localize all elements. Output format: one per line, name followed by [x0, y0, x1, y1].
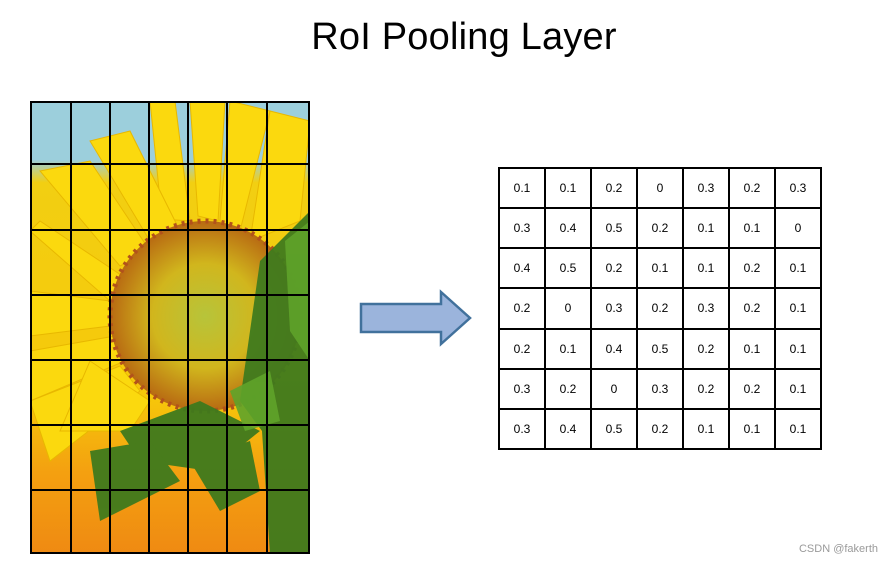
- matrix-cell: 0.2: [636, 287, 684, 330]
- matrix-cell: 0.1: [682, 247, 730, 290]
- matrix-cell: 0.5: [636, 327, 684, 370]
- matrix-cell: 0.1: [498, 166, 546, 210]
- matrix-cell: 0.1: [682, 407, 730, 451]
- matrix-cell: 0.1: [774, 407, 822, 451]
- matrix-cell: 0.3: [682, 166, 730, 210]
- matrix-cell: 0.1: [728, 207, 776, 250]
- matrix-cell: 0.1: [728, 407, 776, 451]
- matrix-cell: 0.2: [728, 247, 776, 290]
- matrix-cell: 0.1: [774, 367, 822, 410]
- matrix-cell: 0: [636, 166, 684, 210]
- matrix-cell: 0.3: [682, 287, 730, 330]
- sunflower-icon: [30, 101, 310, 554]
- matrix-cell: 0.2: [728, 287, 776, 330]
- matrix-cell: 0.1: [682, 207, 730, 250]
- matrix-cell: 0.2: [498, 287, 546, 330]
- matrix-cell: 0.1: [544, 327, 592, 370]
- matrix-cell: 0.3: [498, 407, 546, 451]
- matrix-cell: 0.1: [544, 166, 592, 210]
- matrix-cell: 0: [544, 287, 592, 330]
- sunflower-image: [30, 101, 310, 554]
- matrix-cell: 0.5: [590, 407, 638, 451]
- matrix-cell: 0.2: [636, 407, 684, 451]
- watermark: CSDN @fakerth: [798, 543, 878, 555]
- matrix-cell: 0.1: [774, 287, 822, 330]
- matrix-cell: 0.4: [544, 407, 592, 451]
- matrix-cell: 0.2: [728, 166, 776, 210]
- matrix-cell: 0.4: [498, 247, 546, 290]
- matrix-cell: 0.5: [590, 207, 638, 250]
- matrix-cell: 0.2: [590, 166, 638, 210]
- matrix-cell: 0.1: [728, 327, 776, 370]
- matrix-cell: 0.4: [544, 207, 592, 250]
- matrix-cell: 0.3: [498, 207, 546, 250]
- diagram-title: RoI Pooling Layer: [311, 16, 617, 58]
- matrix-cell: 0.3: [774, 166, 822, 210]
- matrix-cell: 0.3: [636, 367, 684, 410]
- matrix-cell: 0.2: [682, 327, 730, 370]
- matrix-cell: 0.2: [590, 247, 638, 290]
- matrix-cell: 0.4: [590, 327, 638, 370]
- matrix-cell: 0.1: [636, 247, 684, 290]
- matrix-cell: 0: [590, 367, 638, 410]
- matrix-cell: 0: [774, 207, 822, 250]
- matrix-cell: 0.3: [498, 367, 546, 410]
- right-arrow-icon: [358, 289, 474, 352]
- matrix-cell: 0.2: [544, 367, 592, 410]
- matrix-cell: 0.1: [774, 327, 822, 370]
- matrix-cell: 0.2: [636, 207, 684, 250]
- matrix-cell: 0.1: [774, 247, 822, 290]
- matrix-cell: 0.5: [544, 247, 592, 290]
- matrix-cell: 0.3: [590, 287, 638, 330]
- matrix-cell: 0.2: [728, 367, 776, 410]
- matrix-cell: 0.2: [682, 367, 730, 410]
- matrix-cell: 0.2: [498, 327, 546, 370]
